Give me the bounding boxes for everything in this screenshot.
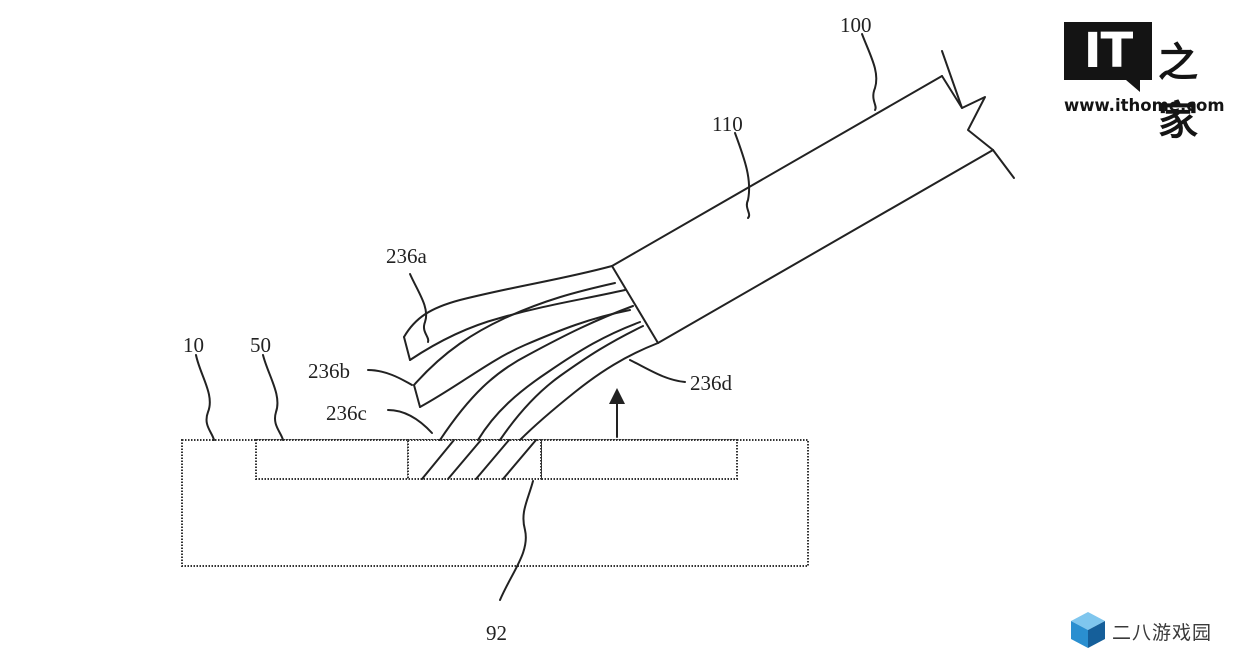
ithome-logo: IT 之家 www.ithome.com — [1064, 22, 1234, 144]
label-100: 100 — [840, 13, 872, 37]
leader-92 — [499, 480, 534, 601]
label-236d: 236d — [690, 371, 733, 395]
leader-236d — [629, 359, 686, 383]
strand-236d — [499, 325, 659, 441]
ithome-logo-mark: IT — [1083, 23, 1134, 79]
label-236c: 236c — [326, 401, 367, 425]
leader-110 — [734, 132, 751, 219]
strand-236a — [403, 265, 626, 361]
strand-236b — [413, 282, 631, 408]
leader-10 — [195, 354, 215, 441]
label-92: 92 — [486, 621, 507, 645]
leader-50 — [262, 354, 284, 441]
game-site-label: 二八游戏园 — [1112, 622, 1213, 644]
label-110: 110 — [712, 112, 743, 136]
recess-right — [540, 439, 738, 480]
tool-body — [611, 50, 1015, 344]
recess-left — [255, 439, 409, 480]
leader-236b — [367, 369, 413, 386]
strand-236c — [439, 305, 641, 441]
label-236b: 236b — [308, 359, 350, 383]
label-50: 50 — [250, 333, 271, 357]
leader-236a — [409, 273, 430, 343]
ithome-logo-cn: 之家 — [1158, 39, 1200, 144]
contact-region — [407, 439, 542, 480]
leader-100 — [861, 33, 878, 111]
lift-arrow — [609, 388, 625, 438]
label-236a: 236a — [386, 244, 428, 268]
cube-icon — [1071, 612, 1105, 648]
leader-236c — [387, 409, 433, 434]
ithome-url: www.ithome.com — [1064, 96, 1225, 115]
label-10: 10 — [183, 333, 204, 357]
game-site-watermark: 二八游戏园 — [1068, 610, 1238, 650]
